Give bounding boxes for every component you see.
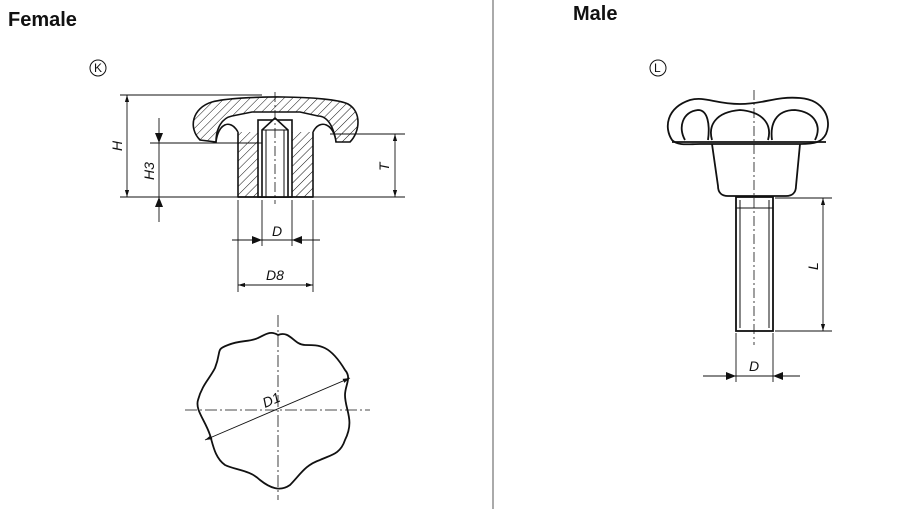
dim-D1-label: D1 (260, 389, 283, 411)
dim-L-label: L (805, 262, 821, 270)
female-extension-lines (120, 94, 405, 292)
male-knob-side-view (649, 59, 829, 332)
dim-D1-line (204, 377, 351, 441)
male-extension-lines (735, 197, 832, 382)
female-knob-side-view (89, 59, 359, 198)
variant-marker-L: L (654, 61, 661, 75)
variant-marker-K: K (94, 61, 102, 75)
dim-H3-label: H3 (141, 162, 157, 180)
dim-D-female-label: D (272, 223, 282, 239)
male-heading: Male (573, 3, 618, 25)
female-knob-top-view (185, 315, 370, 500)
dim-H-label: H (109, 140, 125, 151)
dim-D8-label: D8 (266, 267, 284, 283)
dim-T-label: T (376, 161, 392, 171)
female-heading: Female (8, 9, 77, 31)
dim-D-male-label: D (749, 358, 759, 374)
